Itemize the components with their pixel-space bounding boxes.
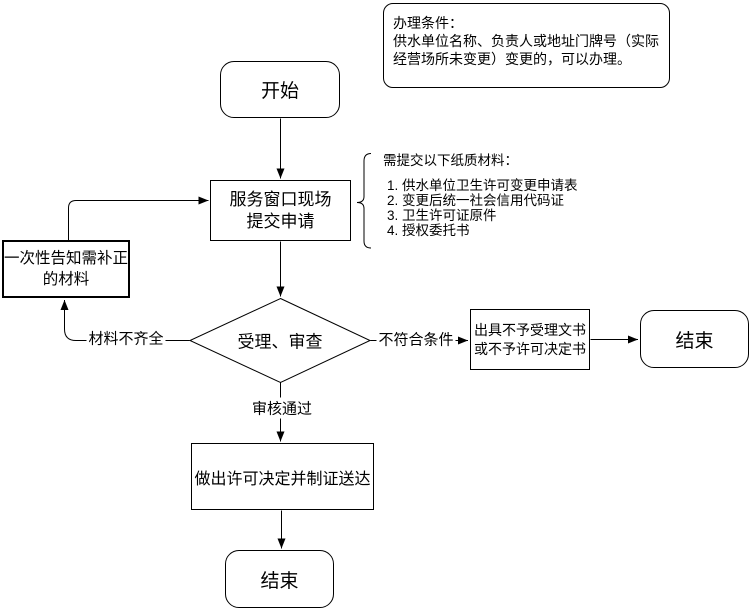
edge-notify-to-submit: [68, 196, 209, 240]
materials-item: 2. 变更后统一社会信用代码证: [387, 193, 565, 208]
edge-label-incomplete: 材料不齐全: [86, 327, 166, 349]
start-node: 开始: [220, 61, 340, 118]
end-node-bottom: 结束: [225, 550, 334, 608]
edge-review-to-notify: [60, 300, 190, 341]
materials-item: 3. 卫生许可证原件: [387, 208, 497, 223]
review-diamond: [188, 297, 372, 384]
materials-item: 4. 授权委托书: [387, 223, 470, 238]
review-diamond-label: 受理、审查: [237, 332, 323, 352]
edge-label-not-qualified: 不符合条件: [376, 328, 456, 350]
materials-list: 1. 供水单位卫生许可变更申请表 2. 变更后统一社会信用代码证 3. 卫生许可…: [383, 178, 613, 238]
reject-node: 出具不予受理文书 或不予许可决定书: [470, 309, 590, 370]
materials-note: 需提交以下纸质材料： 1. 供水单位卫生许可变更申请表 2. 变更后统一社会信用…: [383, 152, 613, 238]
note-box: 办理条件： 供水单位名称、负责人或地址门牌号（实际 经营场所未变更）变更的，可以…: [383, 3, 670, 88]
note-title: 办理条件：: [393, 15, 463, 31]
curly-brace-icon: [356, 153, 372, 249]
decide-node: 做出许可决定并制证送达: [191, 443, 374, 510]
materials-item: 1. 供水单位卫生许可变更申请表: [387, 178, 578, 193]
notify-node: 一次性告知需补正 的材料: [2, 240, 130, 298]
submit-node: 服务窗口现场 提交申请: [210, 180, 351, 241]
materials-title: 需提交以下纸质材料：: [383, 153, 518, 168]
edge-label-approved: 审核通过: [249, 397, 315, 419]
note-body: 供水单位名称、负责人或地址门牌号（实际 经营场所未变更）变更的，可以办理。: [393, 33, 659, 67]
end-node-right: 结束: [640, 310, 749, 368]
